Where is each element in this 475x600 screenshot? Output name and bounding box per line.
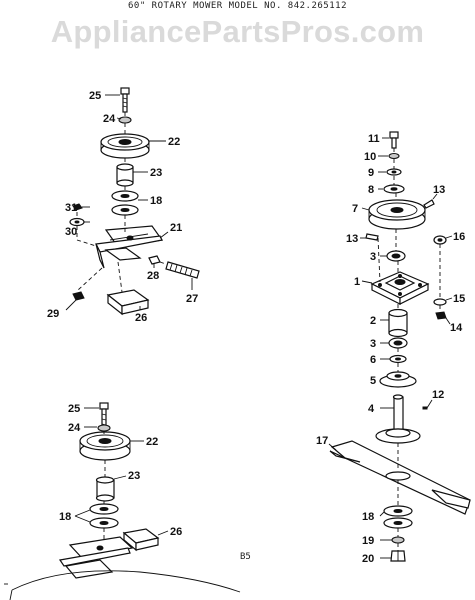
part-lockwasher (388, 152, 400, 160)
part-washer (97, 424, 111, 432)
callout-20: 20 (362, 553, 374, 565)
callout-7: 7 (352, 203, 358, 215)
spindle-assembly (328, 131, 471, 562)
callout-31: 31 (65, 202, 77, 214)
callout-10: 10 (364, 151, 376, 163)
part-shield (379, 371, 417, 388)
callout-11: 11 (368, 133, 380, 145)
idler-assembly-bottom (4, 402, 241, 600)
callout-28: 28 (147, 270, 159, 282)
part-pulley (100, 133, 150, 159)
part-lockwasher (391, 536, 405, 544)
diagram-title: 60" ROTARY MOWER MODEL NO. 842.265112 (128, 1, 347, 11)
callout-17: 17 (316, 435, 328, 447)
part-idler-arm (95, 225, 164, 269)
part-washer (118, 116, 132, 124)
part-spindle (375, 394, 421, 444)
callout-26: 26 (135, 312, 147, 324)
callout-labels: 25 24 22 23 18 31 30 21 28 27 29 26 25 2… (47, 90, 465, 565)
callout-25: 25 (89, 90, 101, 102)
watermark: AppliancePartsPros.com (50, 14, 425, 49)
callout-23: 23 (128, 470, 140, 482)
callout-29: 29 (47, 308, 59, 320)
part-locknut (148, 255, 161, 265)
callout-4: 4 (368, 403, 375, 415)
part-nut (72, 203, 83, 211)
callout-13: 13 (346, 233, 358, 245)
callout-22: 22 (168, 136, 180, 148)
callout-22: 22 (146, 436, 158, 448)
callout-2: 2 (370, 315, 376, 327)
callout-25: 25 (68, 403, 80, 415)
callout-3: 3 (370, 251, 376, 263)
part-spacer-block (122, 528, 160, 552)
callout-30: 30 (65, 226, 77, 238)
part-spindle-nut (390, 550, 406, 562)
callout-26: 26 (170, 526, 182, 538)
part-spacer (116, 163, 134, 187)
callout-5: 5 (370, 375, 376, 387)
callout-14: 14 (450, 322, 463, 334)
callout-18: 18 (362, 511, 374, 523)
callout-9: 9 (368, 167, 374, 179)
callout-6: 6 (370, 354, 376, 366)
part-screw (365, 233, 379, 241)
callout-24: 24 (103, 113, 116, 125)
part-washer (433, 298, 447, 306)
callout-18: 18 (150, 195, 162, 207)
callout-27: 27 (186, 293, 198, 305)
idler-assembly-top (65, 87, 200, 316)
part-spindle-housing (370, 271, 430, 305)
part-blade (329, 440, 471, 515)
callout-23: 23 (150, 167, 162, 179)
callout-15: 15 (453, 293, 465, 305)
part-spacer-block (106, 289, 150, 316)
part-bolt (120, 87, 130, 113)
callout-3: 3 (370, 338, 376, 350)
page-code: B5 (240, 552, 251, 562)
part-pulley (79, 431, 131, 461)
part-nut (72, 291, 85, 301)
callout-1: 1 (354, 276, 360, 288)
callout-18: 18 (59, 511, 71, 523)
callout-16: 16 (453, 231, 465, 243)
part-key (422, 406, 428, 410)
callout-12: 12 (432, 389, 444, 401)
part-spindle-pulley (368, 199, 426, 230)
callout-24: 24 (68, 422, 81, 434)
callout-13: 13 (433, 184, 445, 196)
part-carriage-bolt (165, 261, 200, 279)
part-nut (435, 311, 447, 320)
callout-8: 8 (368, 184, 374, 196)
part-idler-arm (58, 536, 134, 579)
callout-19: 19 (362, 535, 374, 547)
callout-21: 21 (170, 222, 182, 234)
